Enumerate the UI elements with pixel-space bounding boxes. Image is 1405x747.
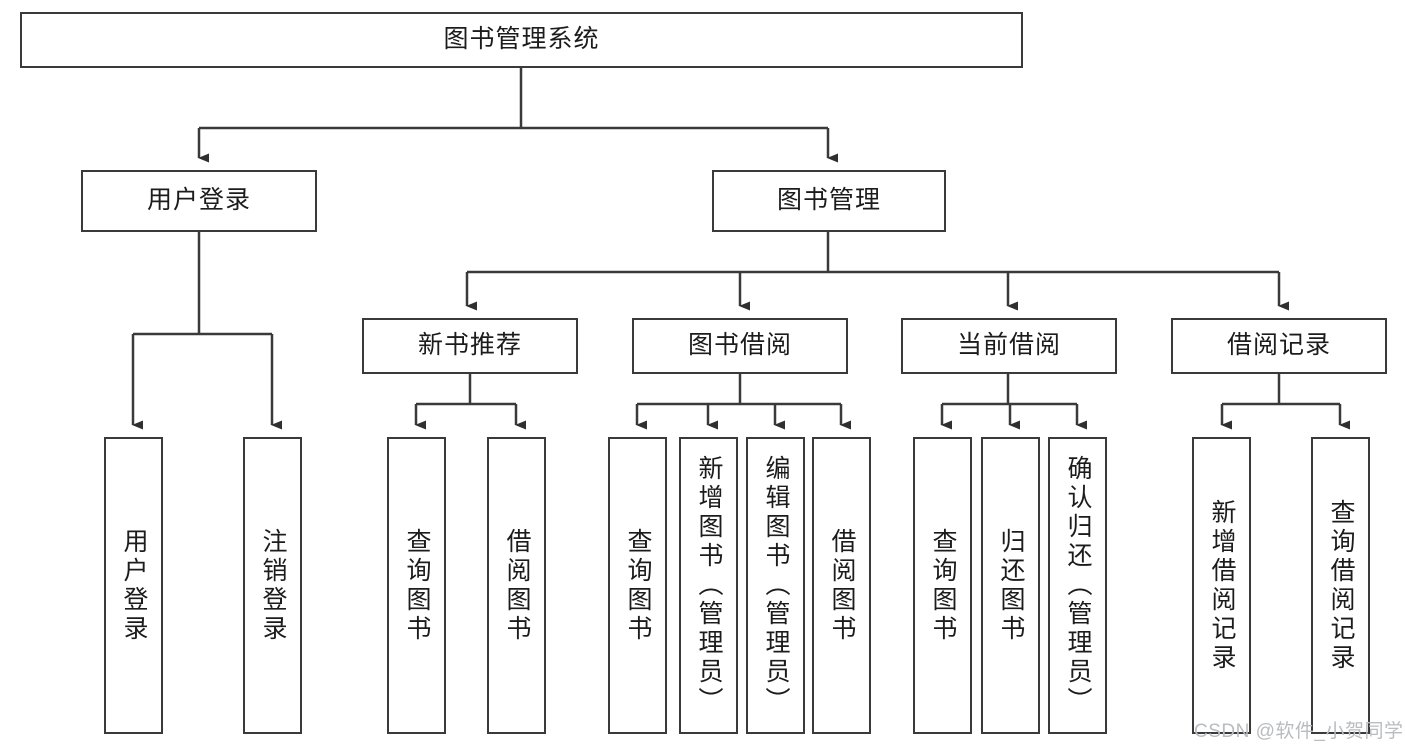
- csdn-watermark: CSDN @软件_小贺同学: [1194, 721, 1404, 742]
- leaf-new-book-query[interactable]: 查询图书: [387, 437, 446, 734]
- leaf-label: 查询图书: [929, 527, 957, 644]
- node-borrow-records-label: 借阅记录: [1226, 331, 1331, 360]
- leaf-label: 借阅图书: [503, 527, 531, 644]
- leaf-borrow-records-add[interactable]: 新增借阅记录: [1192, 437, 1251, 734]
- leaf-label: 注销登录: [259, 527, 287, 644]
- node-current-borrow[interactable]: 当前借阅: [901, 318, 1117, 374]
- node-user-login[interactable]: 用户登录: [81, 170, 317, 232]
- node-borrow-records[interactable]: 借阅记录: [1171, 318, 1387, 374]
- node-book-borrow[interactable]: 图书借阅: [632, 318, 848, 374]
- leaf-label: 查询图书: [624, 527, 652, 644]
- leaf-borrow-records-query[interactable]: 查询借阅记录: [1311, 437, 1370, 734]
- leaf-book-borrow-add[interactable]: 新增图书（管理员）: [679, 437, 738, 734]
- leaf-label: 归还图书: [997, 527, 1025, 644]
- leaf-label: 新增借阅记录: [1208, 498, 1236, 673]
- leaf-label: 查询借阅记录: [1327, 498, 1355, 673]
- node-current-borrow-label: 当前借阅: [956, 331, 1061, 360]
- leaf-label: 用户登录: [120, 527, 148, 644]
- leaf-user-login-logout[interactable]: 注销登录: [243, 437, 302, 734]
- node-book-borrow-label: 图书借阅: [687, 331, 792, 360]
- leaf-new-book-borrow[interactable]: 借阅图书: [487, 437, 546, 734]
- leaf-book-borrow-edit[interactable]: 编辑图书（管理员）: [746, 437, 805, 734]
- leaf-current-borrow-query[interactable]: 查询图书: [913, 437, 972, 734]
- leaf-current-borrow-return[interactable]: 归还图书: [981, 437, 1040, 734]
- node-root-label: 图书管理系统: [443, 25, 600, 54]
- node-book-manage[interactable]: 图书管理: [712, 170, 946, 232]
- node-user-login-label: 用户登录: [146, 186, 251, 215]
- node-book-manage-label: 图书管理: [776, 186, 881, 215]
- node-new-book-recommend-label: 新书推荐: [417, 331, 522, 360]
- leaf-label: 新增图书（管理员）: [695, 455, 723, 716]
- leaf-book-borrow-query[interactable]: 查询图书: [608, 437, 667, 734]
- leaf-current-borrow-confirm[interactable]: 确认归还（管理员）: [1048, 437, 1107, 734]
- node-new-book-recommend[interactable]: 新书推荐: [362, 318, 578, 374]
- leaf-label: 查询图书: [403, 527, 431, 644]
- node-root[interactable]: 图书管理系统: [20, 12, 1023, 68]
- leaf-book-borrow-borrow[interactable]: 借阅图书: [812, 437, 871, 734]
- leaf-user-login-login[interactable]: 用户登录: [104, 437, 163, 734]
- leaf-label: 借阅图书: [828, 527, 856, 644]
- leaf-label: 确认归还（管理员）: [1064, 455, 1092, 716]
- leaf-label: 编辑图书（管理员）: [762, 455, 790, 716]
